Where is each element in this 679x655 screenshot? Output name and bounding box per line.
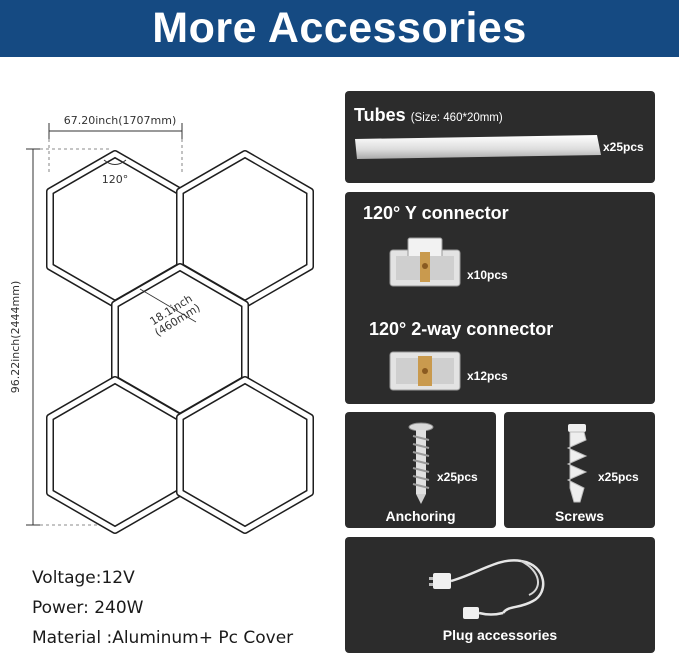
- hex-layout-diagram: 67.20inch(1707mm) 96.22inch(2444mm) 120°…: [0, 57, 335, 547]
- edge-measure-line: [139, 288, 197, 323]
- anchoring-label: Anchoring: [385, 508, 456, 524]
- angle-arc: [103, 159, 127, 165]
- spec-list: Voltage:12V Power: 240W Material :Alumin…: [32, 563, 332, 653]
- connectors-panel: 120° Y connector x10pcs 120° 2-way conne…: [345, 192, 655, 404]
- tubes-size: (Size: 460*20mm): [410, 112, 503, 124]
- hexagon-bottom-left: [50, 380, 180, 530]
- header-banner: More Accessories: [0, 0, 679, 57]
- anchor-screw-icon: [408, 422, 434, 504]
- anchoring-panel: x25pcs Anchoring: [345, 412, 496, 528]
- tubes-title: Tubes: [354, 105, 406, 125]
- y-connector-icon: [389, 237, 461, 287]
- wall-plug-icon: [566, 424, 588, 503]
- screws-panel: x25pcs Screws: [504, 412, 655, 528]
- height-dimension: [26, 148, 110, 526]
- page-title: More Accessories: [152, 4, 527, 52]
- two-way-connector-title: 120° 2-way connector: [369, 319, 554, 339]
- angle-label: 120°: [102, 173, 129, 186]
- y-connector-title: 120° Y connector: [363, 203, 509, 223]
- screws-qty: x25pcs: [598, 470, 639, 484]
- plug-panel: Plug accessories: [345, 537, 655, 653]
- voltage-spec: Voltage:12V: [32, 568, 135, 588]
- tubes-panel: Tubes (Size: 460*20mm) x25pcs: [345, 91, 655, 183]
- y-connector-qty: x10pcs: [467, 268, 508, 282]
- tubes-qty: x25pcs: [603, 140, 644, 154]
- width-dimension: [48, 123, 183, 175]
- plug-cable-icon: [429, 559, 545, 619]
- height-label: 96.22inch(2444mm): [9, 281, 22, 394]
- hex-frame-drawing: 67.20inch(1707mm) 96.22inch(2444mm) 120°…: [9, 114, 335, 547]
- hexagon-bottom-right: [180, 380, 310, 530]
- width-label: 67.20inch(1707mm): [64, 114, 177, 127]
- two-way-connector-qty: x12pcs: [467, 369, 508, 383]
- material-spec: Material :Aluminum+ Pc Cover: [32, 628, 294, 648]
- tube-icon: [355, 135, 601, 159]
- two-way-connector-icon: [389, 351, 461, 391]
- plug-label: Plug accessories: [442, 627, 558, 643]
- screws-label: Screws: [554, 508, 605, 524]
- power-spec: Power: 240W: [32, 598, 144, 618]
- anchoring-qty: x25pcs: [437, 470, 478, 484]
